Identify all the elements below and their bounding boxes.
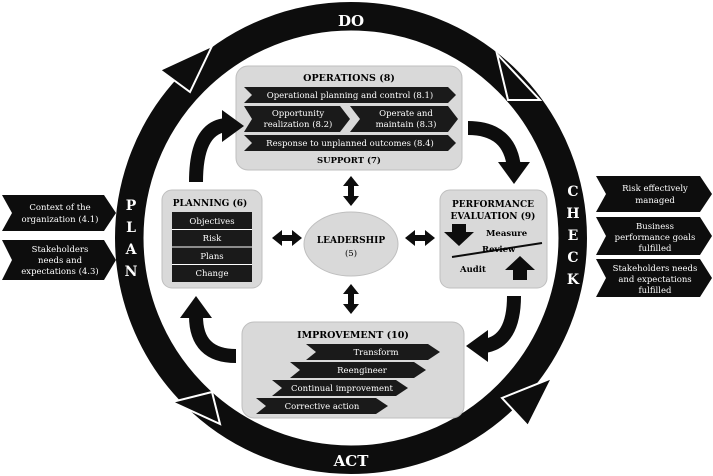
check-label: C H E C K — [566, 184, 580, 288]
performance-title-1: PERFORMANCE — [452, 200, 534, 210]
output-business: Business performance goals fulfilled — [596, 217, 712, 255]
transform-band — [306, 344, 440, 360]
plan-letter-2: L — [126, 220, 136, 236]
audit-up-arrow-icon — [505, 256, 535, 280]
leadership-number: (5) — [345, 248, 357, 259]
operational-planning-text: Operational planning and control (8.1) — [267, 90, 434, 101]
check-letter-2: H — [566, 206, 579, 222]
flow-arrowhead-operations-to-performance — [498, 162, 530, 184]
review-label: Review — [482, 245, 516, 255]
continual-improvement-band — [272, 380, 408, 396]
planning-item-objectives: Objectives — [189, 217, 234, 227]
input-stakeholders: Stakeholders needs and expectations (4.3… — [2, 240, 116, 280]
output-business-line1: Business — [636, 222, 674, 232]
output-stakeholders-line2: and expectations — [618, 275, 691, 285]
operate-text-2: maintain (8.3) — [376, 119, 437, 130]
flow-arrow-improvement-to-planning — [189, 315, 237, 363]
ring-arrow-bottom-left — [168, 390, 222, 426]
plan-letter-4: N — [125, 264, 138, 280]
output-stakeholders-line3: fulfilled — [639, 286, 672, 296]
operations-title: OPERATIONS (8) — [303, 73, 395, 84]
double-arrow-leadership-left — [272, 230, 302, 246]
leadership-title: LEADERSHIP — [317, 236, 386, 246]
planning-title: PLANNING (6) — [173, 198, 248, 209]
measure-label: Measure — [486, 229, 528, 239]
act-label: ACT — [333, 452, 370, 470]
plan-label: P L A N — [125, 198, 138, 280]
double-arrow-leadership-down — [343, 284, 359, 314]
planning-box: PLANNING (6) Objectives Risk Plans Chang… — [161, 189, 263, 289]
operate-text-1: Operate and — [379, 109, 433, 119]
corrective-action-band — [256, 398, 388, 414]
review-line — [451, 242, 543, 258]
check-letter-4: C — [567, 250, 578, 266]
flow-arrow-operations-to-performance — [467, 121, 521, 170]
input-stakeholders-line1: Stakeholders — [32, 245, 89, 255]
planning-item-plans: Plans — [200, 252, 223, 262]
input-stakeholders-line2: needs and — [38, 256, 83, 266]
flow-arrowhead-improvement-to-planning — [180, 296, 212, 318]
input-context: Context of the organization (4.1) — [2, 195, 116, 231]
plan-letter-3: A — [125, 242, 138, 258]
check-letter-3: E — [568, 228, 579, 244]
reengineer-band — [290, 362, 426, 378]
audit-label: Audit — [459, 265, 486, 275]
leadership-ellipse: LEADERSHIP (5) — [303, 211, 399, 277]
input-context-line1: Context of the — [29, 203, 90, 213]
do-label: DO — [338, 12, 364, 30]
check-letter-1: C — [567, 184, 578, 200]
plan-letter-1: P — [126, 198, 137, 214]
check-letter-5: K — [567, 272, 580, 288]
improvement-title: IMPROVEMENT (10) — [297, 330, 409, 341]
response-band — [244, 135, 456, 151]
input-context-line2: organization (4.1) — [21, 214, 98, 225]
performance-title-2: EVALUATION (9) — [451, 211, 536, 222]
operate-band — [350, 106, 458, 132]
performance-box: PERFORMANCE EVALUATION (9) Measure Revie… — [439, 189, 548, 289]
output-risk-line1: Risk effectively — [622, 184, 688, 194]
response-text: Response to unplanned outcomes (8.4) — [266, 138, 434, 149]
corrective-action-text: Corrective action — [285, 402, 360, 412]
improvement-box: IMPROVEMENT (10) Transform Reengineer Co… — [241, 321, 465, 419]
operational-planning-band — [244, 87, 456, 103]
operations-box: OPERATIONS (8) Operational planning and … — [235, 65, 463, 171]
planning-item-risk: Risk — [203, 234, 222, 244]
cycle-ring-inner-edge — [143, 30, 559, 446]
output-risk: Risk effectively managed — [596, 176, 712, 212]
flow-arrow-performance-to-improvement — [482, 295, 521, 353]
output-stakeholders: Stakeholders needs and expectations fulf… — [596, 259, 712, 297]
ring-arrow-top-left — [158, 43, 215, 94]
opportunity-text-2: realization (8.2) — [264, 119, 333, 130]
ring-arrow-top-right — [495, 50, 543, 101]
output-business-line2: performance goals — [615, 233, 696, 243]
output-stakeholders-line1: Stakeholders needs — [613, 264, 698, 274]
opportunity-band — [244, 106, 350, 132]
flow-arrow-planning-to-operations — [189, 118, 228, 183]
measure-down-arrow-icon — [444, 224, 474, 246]
ring-arrow-bottom-right — [500, 376, 555, 428]
cycle-ring — [115, 2, 587, 474]
support-label: SUPPORT (7) — [317, 155, 381, 166]
double-arrow-leadership-up — [343, 176, 359, 206]
transform-text: Transform — [353, 348, 398, 358]
flow-arrowhead-performance-to-improvement — [466, 330, 488, 362]
reengineer-text: Reengineer — [337, 366, 388, 376]
double-arrow-leadership-right — [405, 230, 435, 246]
opportunity-text-1: Opportunity — [272, 109, 325, 119]
continual-improvement-text: Continual improvement — [291, 384, 393, 394]
planning-item-change: Change — [196, 269, 229, 279]
flow-arrowhead-planning-to-operations — [222, 110, 244, 142]
output-business-line3: fulfilled — [639, 244, 672, 254]
input-stakeholders-line3: expectations (4.3) — [21, 266, 98, 277]
output-risk-line2: managed — [635, 196, 675, 206]
